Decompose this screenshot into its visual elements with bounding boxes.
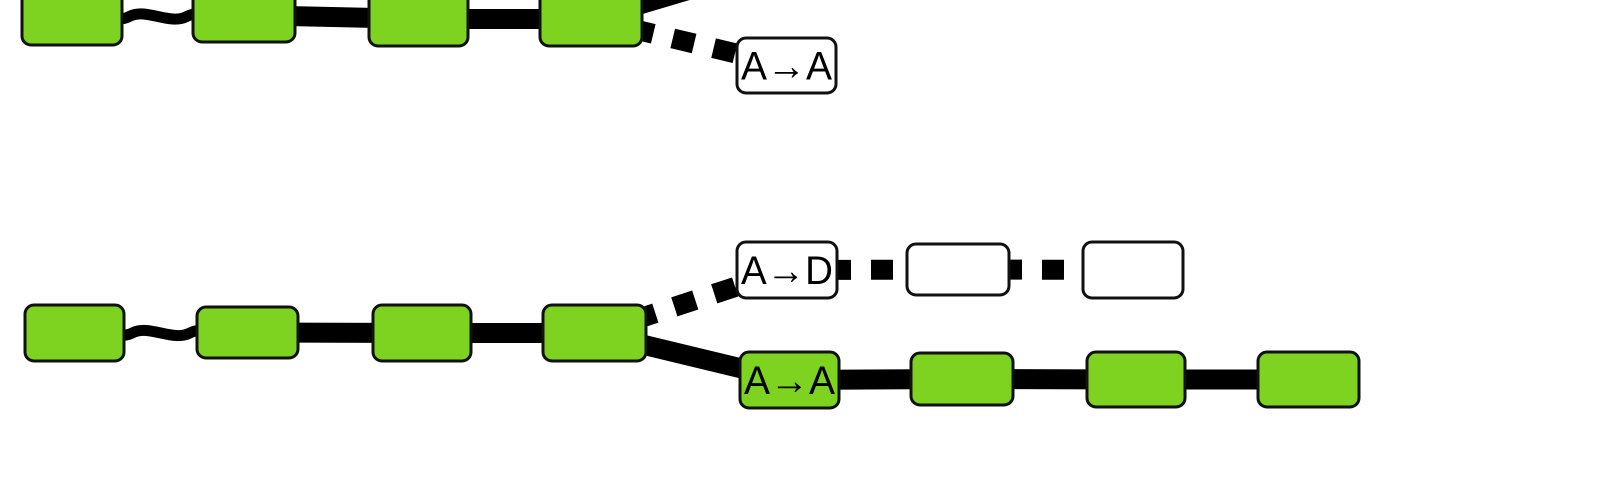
node-box-b10 (1085, 350, 1187, 409)
node-b2 (195, 305, 300, 360)
node-box-t1 (20, 0, 124, 47)
node-box-b6 (905, 242, 1011, 297)
node-t3 (367, 0, 470, 48)
node-b8: A→A (738, 350, 841, 410)
node-box-b7 (1081, 240, 1185, 300)
node-box-b3 (371, 303, 473, 363)
node-label-b8: A→A (744, 359, 835, 403)
node-box-b11 (1256, 350, 1361, 409)
edge-t4-t5-dashed (588, 9, 789, 76)
node-box-b2 (195, 305, 300, 360)
node-box-b8 (738, 350, 841, 410)
node-t4 (538, 0, 644, 48)
node-box-t5 (735, 36, 838, 95)
node-box-b9 (909, 351, 1015, 407)
node-box-t3 (367, 0, 470, 48)
node-b4 (541, 303, 648, 363)
node-b7 (1081, 240, 1185, 300)
node-box-b4 (541, 303, 648, 363)
nodes-layer: A→A A→D A→A (20, 0, 1361, 410)
node-b11 (1256, 350, 1361, 409)
node-t2 (191, 0, 297, 44)
node-label-t5: A→A (741, 45, 832, 89)
node-label-b5: A→D (741, 249, 833, 293)
node-b9 (909, 351, 1015, 407)
node-b6 (905, 242, 1011, 297)
node-box-t4 (538, 0, 644, 48)
node-box-b1 (23, 303, 126, 363)
node-t1 (20, 0, 124, 47)
node-b3 (371, 303, 473, 363)
node-box-t2 (191, 0, 297, 44)
node-box-b5 (735, 240, 839, 300)
node-b10 (1085, 350, 1187, 409)
node-t5: A→A (735, 36, 838, 95)
node-b5: A→D (735, 240, 839, 300)
node-b1 (23, 303, 126, 363)
